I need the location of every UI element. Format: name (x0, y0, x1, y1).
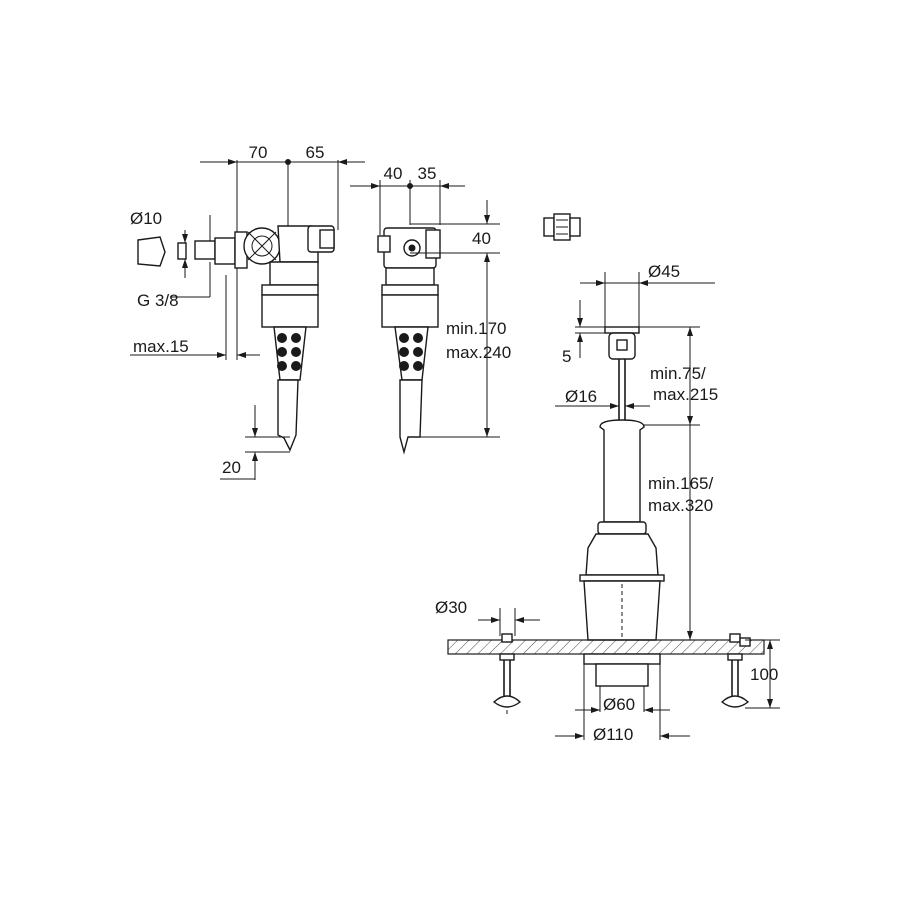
right-mounting-bolt (720, 633, 751, 708)
dim-40-top: 40 (384, 164, 403, 183)
dim-70: 70 (249, 143, 268, 162)
dim-height-min: min.170 (446, 319, 506, 338)
dim-bottom: 20 (222, 458, 241, 477)
fill-valve-side-view: 70 65 Ø10 G 3/8 max.15 20 (130, 143, 365, 480)
dim-65: 65 (306, 143, 325, 162)
dim-rod-diameter: Ø16 (565, 387, 597, 406)
dim-rod-max: max.215 (653, 385, 718, 404)
connector-part (543, 213, 581, 241)
dim-35: 35 (418, 164, 437, 183)
dim-bolt-length: 100 (750, 665, 778, 684)
dim-bolt-diameter: Ø30 (435, 598, 467, 617)
dim-head-height: 40 (472, 229, 491, 248)
dim-body-min: min.165/ (648, 474, 713, 493)
dim-rod-min: min.75/ (650, 364, 706, 383)
dim-thread: G 3/8 (137, 291, 179, 310)
flush-valve-view: Ø45 5 min.75/ max.215 Ø16 min.165/ max.3… (435, 262, 780, 744)
dim-height-max: max.240 (446, 343, 511, 362)
dim-inlet-diameter: Ø10 (130, 209, 162, 228)
dim-button-diameter: Ø45 (648, 262, 680, 281)
fill-valve-front-view: 40 35 40 min.170 max.240 (350, 164, 511, 455)
dim-button-height: 5 (562, 347, 571, 366)
dim-max-offset: max.15 (133, 337, 189, 356)
dim-outlet-inner: Ø60 (603, 695, 635, 714)
left-mounting-bolt (492, 633, 522, 714)
dim-outlet-outer: Ø110 (593, 725, 633, 744)
dim-body-max: max.320 (648, 496, 713, 515)
